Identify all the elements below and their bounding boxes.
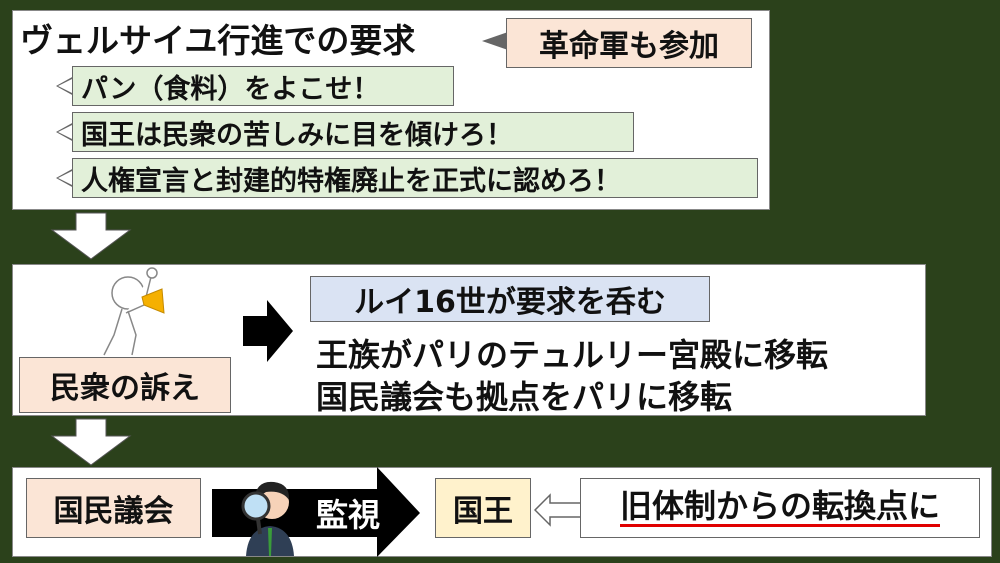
speech-tail-icon [56, 168, 74, 188]
right-arrow-icon [243, 300, 293, 362]
turning-point-text: 旧体制からの転換点に [619, 488, 940, 528]
versailles-title: ヴェルサイユ行進での要求 [20, 21, 416, 60]
national-assembly-box: 国民議会 [26, 478, 201, 538]
demand-listen: 国王は民衆の苦しみに目を傾けろ！ [72, 112, 634, 152]
demand-bread: パン（食料）をよこせ！ [72, 66, 454, 106]
megaphone-person-icon [103, 267, 165, 356]
king-box: 国王 [435, 478, 531, 538]
hollow-left-arrow-icon [534, 493, 582, 527]
watch-label: 監視 [316, 496, 381, 534]
down-arrow-icon [50, 212, 132, 260]
people-appeal-label: 民衆の訴え [19, 357, 231, 413]
demand-rights: 人権宣言と封建的特権廃止を正式に認めろ！ [72, 158, 758, 198]
callout-tail-icon [482, 32, 508, 50]
speech-tail-icon [56, 76, 74, 96]
turning-point-box: 旧体制からの転換点に [580, 478, 980, 538]
revolutionary-army-note: 革命軍も参加 [506, 18, 752, 68]
magnifier-person-icon [241, 481, 294, 556]
down-arrow-icon [50, 418, 132, 466]
result-assembly-move: 国民議会も拠点をパリに移転 [316, 378, 733, 416]
result-royal-move: 王族がパリのテュルリー宮殿に移転 [316, 336, 829, 374]
speech-tail-icon [56, 122, 74, 142]
king-accepts-box: ルイ16世が要求を呑む [310, 276, 710, 322]
